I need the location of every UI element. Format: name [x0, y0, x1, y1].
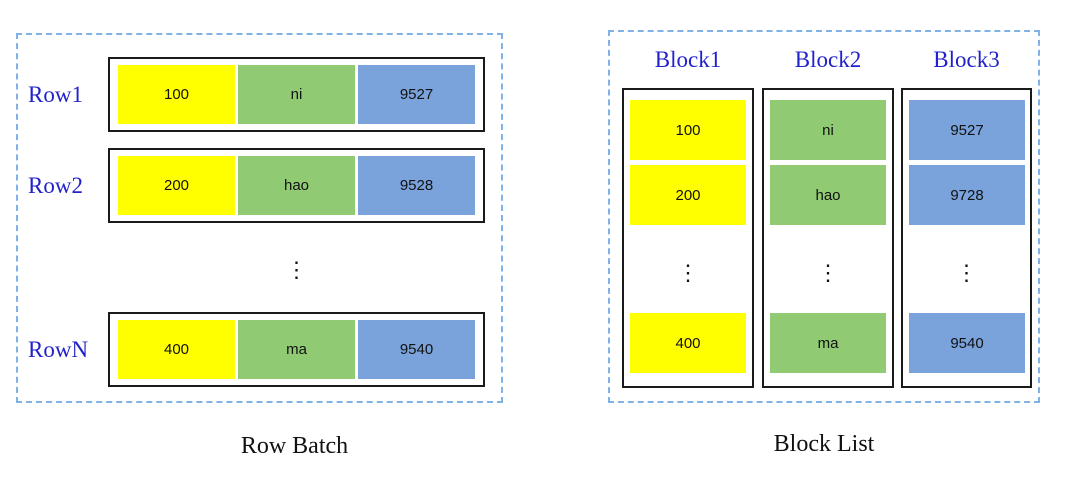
row-label-row2: Row2	[28, 172, 83, 198]
block1-header: Block1	[654, 47, 722, 72]
cell-block3-n: 9540	[909, 313, 1025, 373]
cell-block1-1: 100	[630, 100, 746, 160]
block2-column: ni hao ⋮ ma	[762, 88, 894, 388]
row-label-row1: Row1	[28, 81, 83, 107]
cell-block3-2: 9728	[909, 165, 1025, 225]
vertical-ellipsis-block2: ⋮	[817, 260, 839, 285]
block3-column: 9527 9728 ⋮ 9540	[901, 88, 1032, 388]
cell-rown-col3: 9540	[358, 320, 475, 379]
row-box-rown: 400 ma 9540	[108, 312, 485, 387]
cell-row1-col2: ni	[238, 65, 355, 124]
cell-row2-col1: 200	[118, 156, 235, 215]
block3-header: Block3	[933, 47, 1000, 72]
row-batch-caption: Row Batch	[240, 433, 349, 459]
cell-block1-2: 200	[630, 165, 746, 225]
cell-row1-col1: 100	[118, 65, 235, 124]
vertical-ellipsis-rows: ⋮	[285, 257, 308, 282]
block-list-panel: Block1 Block2 Block3 100 200 ⋮ 400 ni ha…	[608, 30, 1040, 403]
cell-row2-col2: hao	[238, 156, 355, 215]
cell-block2-2: hao	[770, 165, 886, 225]
cell-block2-1: ni	[770, 100, 886, 160]
row-label-rown: RowN	[28, 336, 89, 362]
cell-block2-n: ma	[770, 313, 886, 373]
vertical-ellipsis-block3: ⋮	[955, 260, 978, 285]
vertical-ellipsis-block1: ⋮	[677, 260, 699, 285]
cell-rown-col1: 400	[118, 320, 235, 379]
cell-rown-col2: ma	[238, 320, 355, 379]
block1-column: 100 200 ⋮ 400	[622, 88, 754, 388]
block-list-caption: Block List	[773, 431, 875, 457]
cell-row1-col3: 9527	[358, 65, 475, 124]
row-box-row2: 200 hao 9528	[108, 148, 485, 223]
cell-row2-col3: 9528	[358, 156, 475, 215]
cell-block3-1: 9527	[909, 100, 1025, 160]
row-batch-panel: Row1 100 ni 9527 Row2 200 hao 9528 ⋮ Row…	[16, 33, 503, 403]
row-box-row1: 100 ni 9527	[108, 57, 485, 132]
cell-block1-n: 400	[630, 313, 746, 373]
block2-header: Block2	[794, 47, 862, 72]
